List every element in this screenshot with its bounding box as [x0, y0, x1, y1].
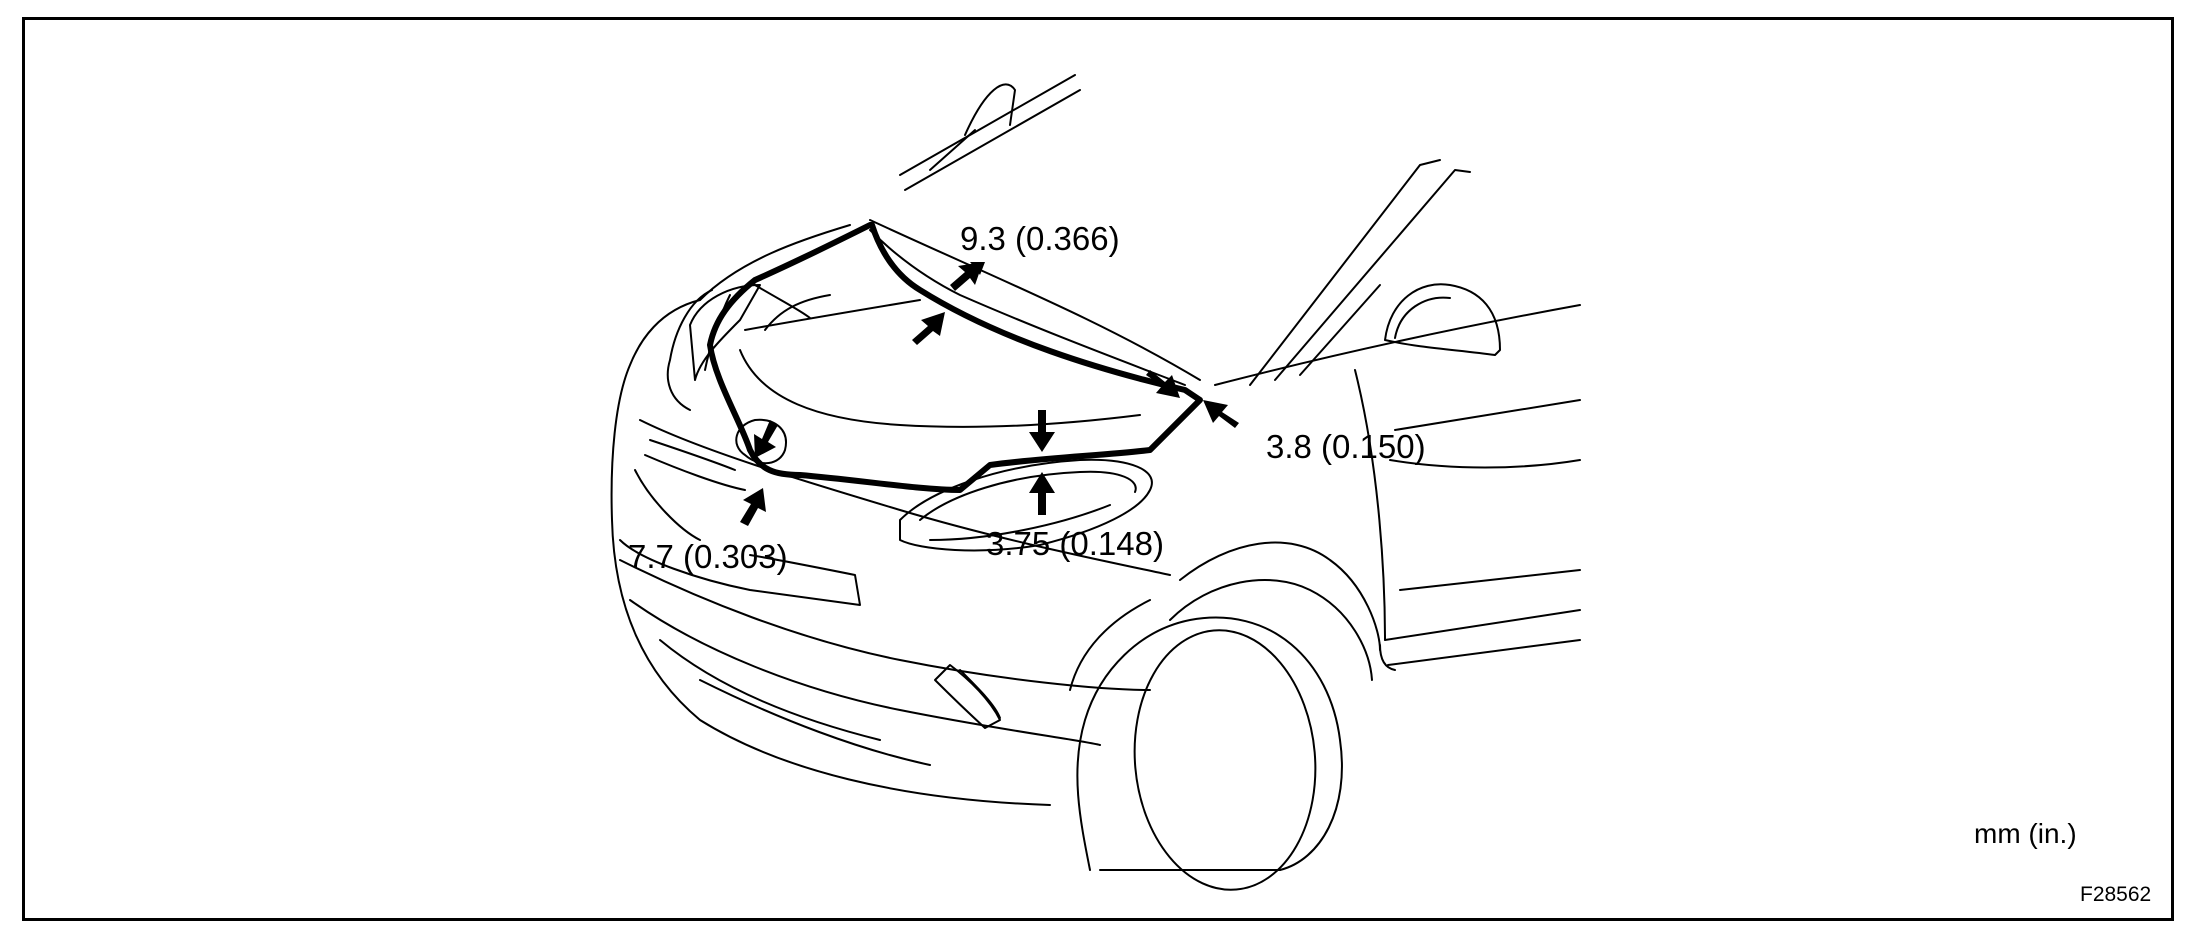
arrow-top-outer: [950, 262, 983, 291]
arrow-right-upper: [1146, 370, 1180, 398]
body-side-lines: [1214, 304, 1581, 671]
windshield-outline: [869, 74, 1471, 386]
arrow-top-inner: [912, 312, 945, 345]
dimension-label-left: 7.7 (0.303): [628, 538, 788, 575]
side-mirror: [1384, 283, 1501, 356]
units-note: mm (in.): [1974, 818, 2077, 849]
dimension-label-top: 9.3 (0.366): [960, 220, 1120, 257]
figure-code: F28562: [2080, 883, 2152, 906]
license-plate-mount: [619, 539, 861, 606]
headlamp: [899, 458, 1153, 552]
arrow-left-lower: [740, 488, 766, 526]
front-wheel: [1069, 541, 1381, 891]
dimension-label-right: 3.8 (0.150): [1266, 428, 1426, 465]
figure-border: [22, 17, 2174, 921]
dimension-label-center: 3.75 (0.148): [986, 525, 1164, 562]
hood-gap-outline: [707, 222, 1203, 493]
arrow-center-lower: [1029, 472, 1055, 515]
front-body: [610, 224, 1171, 806]
grille-emblem: [634, 418, 787, 541]
arrow-right-lower: [1203, 400, 1239, 428]
dimension-arrows: [740, 262, 1239, 526]
arrow-center-upper: [1029, 410, 1055, 452]
arrow-left-upper: [754, 420, 778, 458]
hood-surface-lines: [739, 294, 1141, 428]
